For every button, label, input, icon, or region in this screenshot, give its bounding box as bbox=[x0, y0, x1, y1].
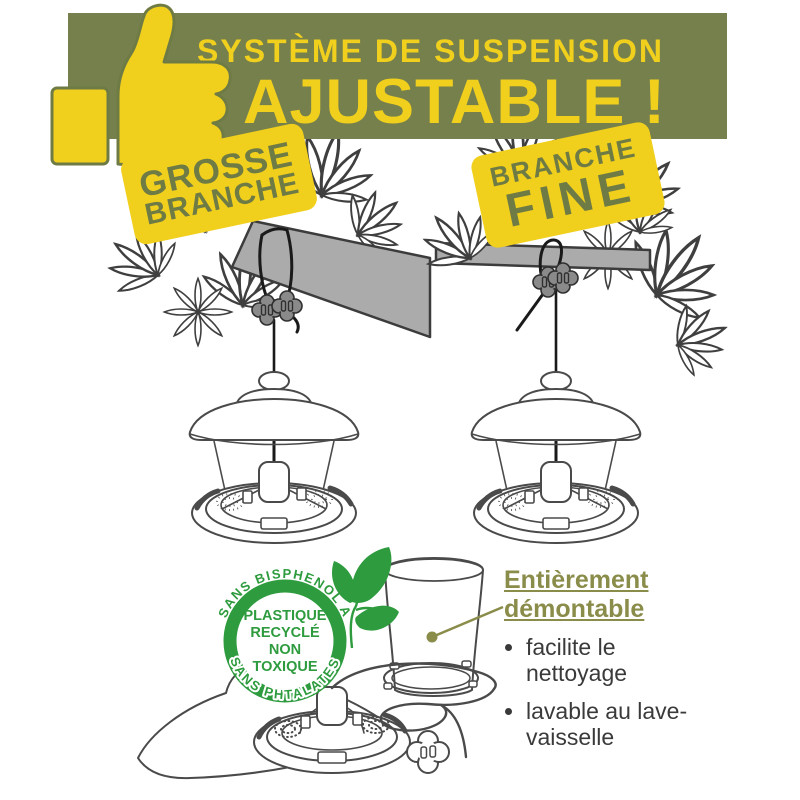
badge-line1: PLASTIQUE bbox=[244, 608, 327, 624]
features-heading-line2: démontable bbox=[504, 595, 645, 623]
feeder-left-illustration bbox=[190, 372, 359, 543]
thick-branch bbox=[230, 219, 432, 339]
leaves-icon bbox=[331, 547, 399, 649]
features-block: Entièrement démontable facilite le netto… bbox=[504, 566, 694, 762]
banner-title-line1: SYSTÈME DE SUSPENSION bbox=[197, 33, 664, 69]
thumbs-up-icon bbox=[50, 3, 232, 174]
features-heading: Entièrement démontable bbox=[504, 566, 694, 624]
feature-item-cleaning: facilite le nettoyage bbox=[526, 634, 694, 687]
clover-toggle-part bbox=[406, 730, 450, 774]
pointer-line bbox=[426, 605, 504, 643]
features-list: facilite le nettoyage lavable au lave-va… bbox=[504, 634, 694, 751]
features-heading-line1: Entièrement bbox=[504, 566, 649, 594]
badge-line4: TOXIQUE bbox=[253, 659, 318, 675]
feeder-right-illustration bbox=[472, 372, 641, 543]
badge-line3: NON bbox=[269, 642, 301, 658]
badge-line2: RECYCLÉ bbox=[250, 624, 320, 641]
exploded-view bbox=[137, 557, 497, 780]
cord-part bbox=[330, 662, 497, 759]
thin-branch bbox=[434, 241, 652, 272]
cord-hook-right bbox=[515, 238, 563, 376]
feature-item-dishwasher: lavable au lave-vaisselle bbox=[526, 698, 694, 751]
base-tray-part bbox=[253, 686, 411, 774]
banner-title-line2: AJUSTABLE ! bbox=[243, 67, 666, 137]
